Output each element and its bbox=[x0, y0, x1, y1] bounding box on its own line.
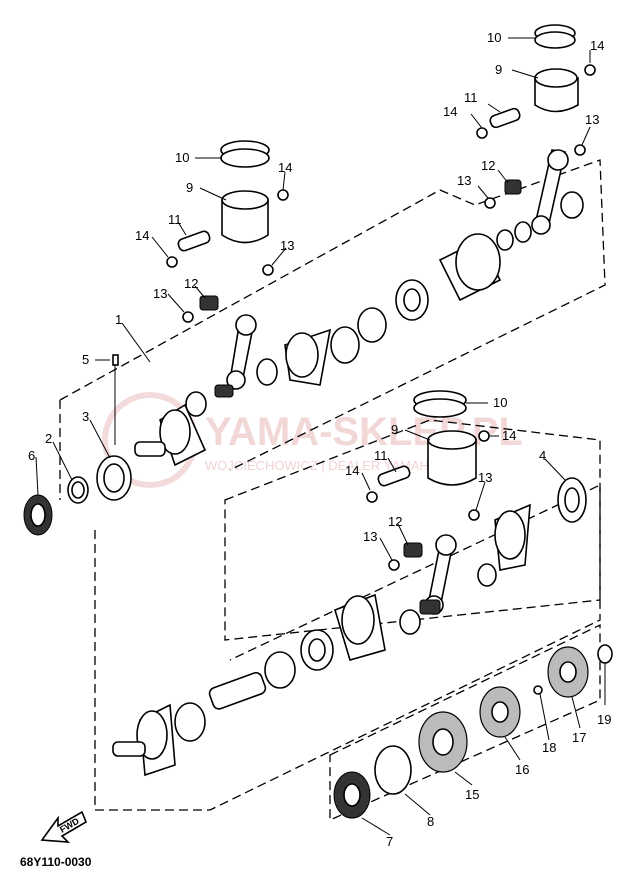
callout-16: 16 bbox=[515, 762, 529, 777]
callout-13: 13 bbox=[363, 529, 377, 544]
callout-19: 19 bbox=[597, 712, 611, 727]
callout-15: 15 bbox=[465, 787, 479, 802]
callout-11: 11 bbox=[464, 90, 478, 105]
callout-14: 14 bbox=[278, 160, 292, 175]
callout-11: 11 bbox=[374, 448, 388, 463]
callout-labels: 10 14 9 11 14 13 12 13 10 14 9 11 14 13 … bbox=[28, 30, 611, 849]
left-end-parts bbox=[23, 354, 132, 536]
main-bearing-lower-2 bbox=[174, 702, 206, 742]
circlip-top-left bbox=[277, 189, 289, 201]
callout-4: 4 bbox=[539, 448, 546, 463]
washer-8 bbox=[374, 745, 412, 795]
callout-14: 14 bbox=[590, 38, 604, 53]
callout-9: 9 bbox=[391, 422, 398, 437]
callout-9: 9 bbox=[495, 62, 502, 77]
oring-19 bbox=[597, 644, 613, 664]
callout-13: 13 bbox=[153, 286, 167, 301]
crankshaft-assembly-outline bbox=[59, 159, 606, 811]
callout-13: 13 bbox=[478, 470, 492, 485]
shaft-lower bbox=[208, 671, 267, 710]
callout-3: 3 bbox=[82, 409, 89, 424]
callout-11: 11 bbox=[168, 212, 182, 227]
assembly-outlines bbox=[59, 159, 606, 822]
watermark-tagline: WOJCIECHOWICZ | DEALER YAMAHA bbox=[205, 458, 438, 473]
rear-pulley-outline bbox=[329, 623, 601, 822]
main-bearing-upper-2 bbox=[330, 326, 360, 364]
callout-14: 14 bbox=[443, 104, 457, 119]
pin-18 bbox=[533, 685, 543, 695]
callout-10: 10 bbox=[493, 395, 507, 410]
piston-pin-top-left bbox=[177, 230, 211, 252]
needle-bearing-middle bbox=[403, 542, 423, 558]
callout-12: 12 bbox=[184, 276, 198, 291]
pin-5 bbox=[112, 354, 119, 366]
callout-12: 12 bbox=[388, 514, 402, 529]
crankshaft-upper bbox=[134, 191, 584, 467]
leader-lines bbox=[35, 37, 606, 836]
needle-bearing-top-left bbox=[199, 295, 219, 311]
callout-12: 12 bbox=[481, 158, 495, 173]
labyrinth-seal-upper bbox=[357, 307, 387, 343]
callout-9: 9 bbox=[186, 180, 193, 195]
diagram-code: 68Y110-0030 bbox=[20, 855, 92, 869]
callout-5: 5 bbox=[82, 352, 89, 367]
top-left-piston-group bbox=[166, 140, 289, 390]
callout-8: 8 bbox=[427, 814, 434, 829]
top-right-piston-group bbox=[476, 24, 596, 235]
circlip-middle bbox=[478, 430, 490, 442]
piston-pin-middle bbox=[377, 465, 411, 487]
callout-2: 2 bbox=[45, 431, 52, 446]
callout-18: 18 bbox=[542, 740, 556, 755]
callout-13: 13 bbox=[585, 112, 599, 127]
circlip-top-right bbox=[584, 64, 596, 76]
lower-cylinder-outline bbox=[224, 419, 601, 641]
callout-14: 14 bbox=[502, 428, 516, 443]
callout-14: 14 bbox=[135, 228, 149, 243]
callout-6: 6 bbox=[28, 448, 35, 463]
callout-17: 17 bbox=[572, 730, 586, 745]
callout-13: 13 bbox=[457, 173, 471, 188]
callout-14: 14 bbox=[345, 463, 359, 478]
needle-bearing-top-right bbox=[504, 179, 522, 195]
callout-10: 10 bbox=[175, 150, 189, 165]
callout-1: 1 bbox=[115, 312, 122, 327]
callout-7: 7 bbox=[386, 834, 393, 849]
piston-top-left bbox=[221, 199, 269, 244]
crankshaft-lower bbox=[112, 477, 587, 777]
labyrinth-seal-lower bbox=[264, 651, 296, 689]
piston-pin-top-right bbox=[489, 107, 521, 129]
callout-10: 10 bbox=[487, 30, 501, 45]
piston-middle bbox=[427, 439, 477, 486]
bearing-upper-3 bbox=[256, 358, 278, 386]
fwd-arrow: FWD bbox=[40, 810, 87, 843]
callout-13: 13 bbox=[280, 238, 294, 253]
rear-parts bbox=[333, 644, 613, 819]
